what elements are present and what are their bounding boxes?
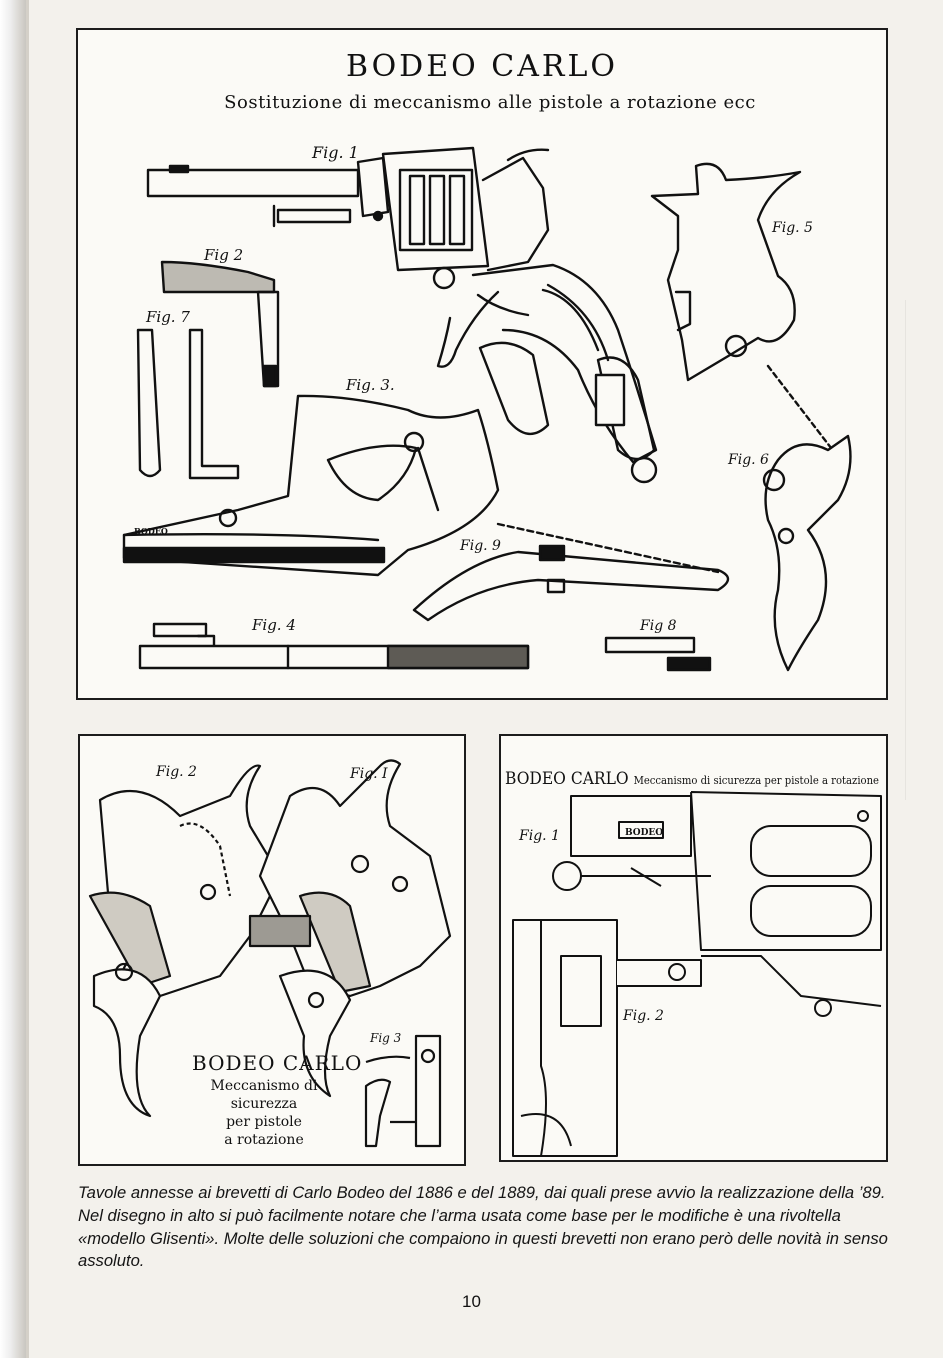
fig9-part — [412, 522, 730, 622]
fig6-part — [762, 364, 852, 672]
br-fig1-drawing — [552, 791, 882, 951]
show-through — [905, 300, 936, 800]
bl-subtitle-1: Meccanismo di — [211, 1078, 318, 1094]
fig5-part — [650, 162, 802, 382]
plate-bottom-left: Fig. 2 Fig. I Fig 3 BODEO CARLO Meccanis… — [78, 734, 466, 1166]
plate-bl-drawing: Fig. 2 Fig. I Fig 3 BODEO CARLO Meccanis… — [88, 759, 452, 1148]
fig3-frame — [122, 394, 500, 577]
fig8-label: Fig 8 — [639, 618, 677, 634]
fig2-label: Fig 2 — [203, 246, 243, 264]
fig2-part — [160, 260, 280, 388]
bl-fig3-label: Fig 3 — [369, 1031, 402, 1045]
fig4-label: Fig. 4 — [251, 616, 296, 634]
bl-subtitle-4: a rotazione — [224, 1132, 303, 1148]
book-spine — [0, 0, 26, 1358]
plate-top: BODEO CARLO Sostituzione di meccanismo a… — [76, 28, 888, 700]
bl-fig1-label: Fig. I — [349, 766, 388, 782]
br-fig1-label: Fig. 1 — [518, 828, 560, 844]
fig3-parts — [364, 1034, 442, 1148]
br-fig2-drawing — [512, 919, 882, 1157]
br-fig2-label: Fig. 2 — [622, 1008, 664, 1024]
fig7-part — [136, 328, 240, 480]
fig3-label: Fig. 3. — [345, 376, 395, 394]
br-title: BODEO CARLO — [505, 769, 629, 789]
br-title-line: BODEO CARLO Meccanismo di sicurezza per … — [505, 769, 879, 789]
fig8-part — [604, 636, 712, 672]
plate-br-drawing: BODEO CARLO Meccanismo di sicurezza per … — [505, 769, 882, 1157]
fig9-label: Fig. 9 — [459, 538, 501, 554]
bl-subtitle-3: per pistole — [226, 1114, 302, 1130]
fig3-engraving: BODEO — [134, 526, 168, 536]
plate-top-title: BODEO CARLO — [346, 49, 618, 84]
figure-caption: Tavole annesse ai brevetti di Carlo Bode… — [78, 1183, 888, 1271]
plate-bottom-right: BODEO CARLO Meccanismo di sicurezza per … — [499, 734, 888, 1162]
br-subtitle: Meccanismo di sicurezza per pistole a ro… — [634, 774, 879, 787]
bl-fig2-label: Fig. 2 — [155, 764, 197, 780]
fig7-label: Fig. 7 — [145, 308, 190, 326]
fig4-rod — [138, 622, 530, 670]
plate-top-drawing: BODEO CARLO Sostituzione di meccanismo a… — [122, 49, 852, 672]
bl-subtitle-2: sicurezza — [231, 1096, 298, 1112]
page-number: 10 — [462, 1292, 481, 1311]
fig1-label: Fig. 1 — [311, 143, 359, 162]
br-engraving: BODEO — [625, 828, 663, 838]
plate-top-subtitle: Sostituzione di meccanismo alle pistole … — [224, 92, 756, 113]
fig5-label: Fig. 5 — [771, 220, 813, 236]
page-edge — [26, 0, 29, 1358]
fig6-label: Fig. 6 — [727, 452, 769, 468]
bl-title: BODEO CARLO — [192, 1051, 362, 1075]
revolver-drawing — [146, 146, 658, 484]
